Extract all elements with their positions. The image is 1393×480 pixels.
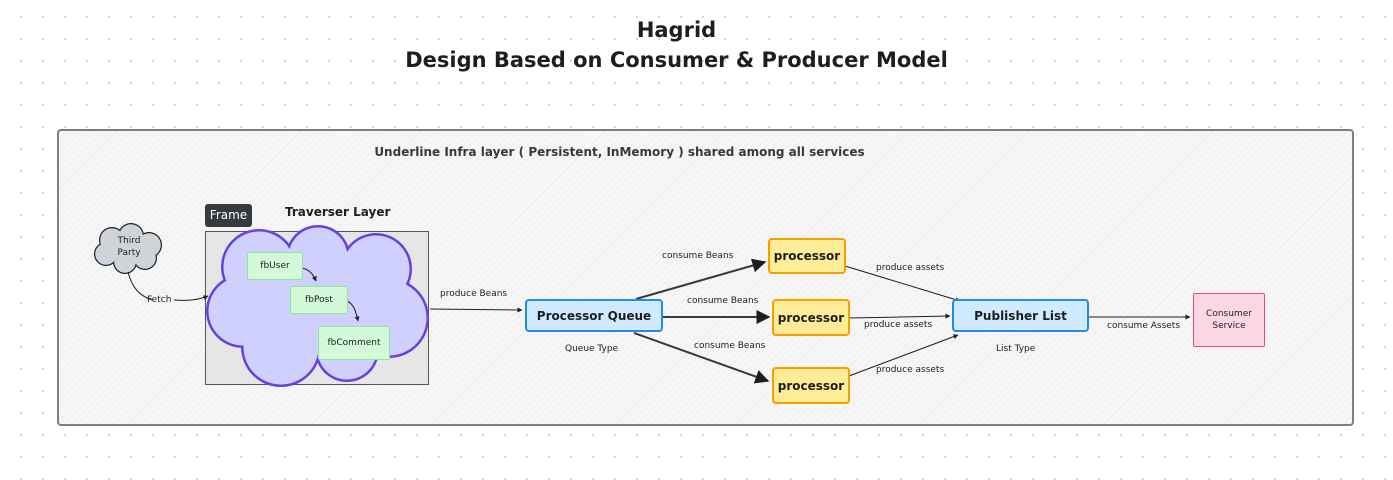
produce-assets-mid-label: produce assets	[864, 320, 933, 330]
fbuser-to-fbpost-arrow	[301, 267, 317, 282]
consume-beans-top-label: consume Beans	[662, 251, 734, 261]
processor-queue-node: Processor Queue	[525, 299, 663, 332]
diagram-title: Hagrid	[636, 18, 717, 42]
fbuser-node: fbUser	[247, 252, 303, 280]
produce-beans-arrow	[429, 307, 523, 313]
processor-node-bot: processor	[772, 367, 850, 404]
produce-assets-top-label: produce assets	[876, 263, 945, 273]
queue-to-processor-top-arrow	[635, 258, 767, 300]
consume-assets-label: consume Assets	[1107, 321, 1181, 331]
frame-title: Traverser Layer	[285, 205, 391, 219]
processor-bot-to-publisher-arrow	[848, 334, 959, 377]
third-party-line2: Party	[117, 248, 141, 258]
fbpost-to-fbcomment-arrow	[346, 300, 360, 322]
fbcomment-node: fbComment	[318, 326, 390, 360]
diagram-subtitle: Design Based on Consumer & Producer Mode…	[405, 48, 948, 72]
third-party-line1: Third	[117, 236, 141, 246]
processor-top-to-publisher-arrow	[844, 265, 961, 303]
processor-mid-to-publisher-arrow	[848, 313, 951, 319]
consumer-service-line1: Consumer	[1206, 309, 1252, 319]
third-party-cloud	[94, 223, 162, 274]
list-type-label: List Type	[996, 344, 1036, 354]
fbpost-node: fbPost	[290, 286, 348, 314]
consume-beans-mid-label: consume Beans	[687, 296, 759, 306]
processor-node-top: processor	[768, 238, 846, 274]
frame-tag: Frame	[205, 204, 252, 227]
queue-to-processor-bot-arrow	[633, 332, 770, 384]
consumer-service-node: Consumer Service	[1193, 293, 1265, 347]
produce-beans-label: produce Beans	[440, 289, 508, 299]
processor-node-mid: processor	[772, 299, 850, 336]
third-party-label: Third Party	[98, 235, 160, 259]
produce-assets-bot-label: produce assets	[876, 365, 945, 375]
consume-beans-bot-label: consume Beans	[694, 341, 766, 351]
fetch-arrow	[127, 271, 208, 300]
queue-type-label: Queue Type	[565, 344, 619, 354]
publisher-list-node: Publisher List	[952, 299, 1089, 332]
fetch-label: Fetch	[147, 295, 172, 305]
infra-layer-label: Underline Infra layer ( Persistent, InMe…	[374, 145, 865, 159]
consumer-service-line2: Service	[1212, 321, 1246, 331]
